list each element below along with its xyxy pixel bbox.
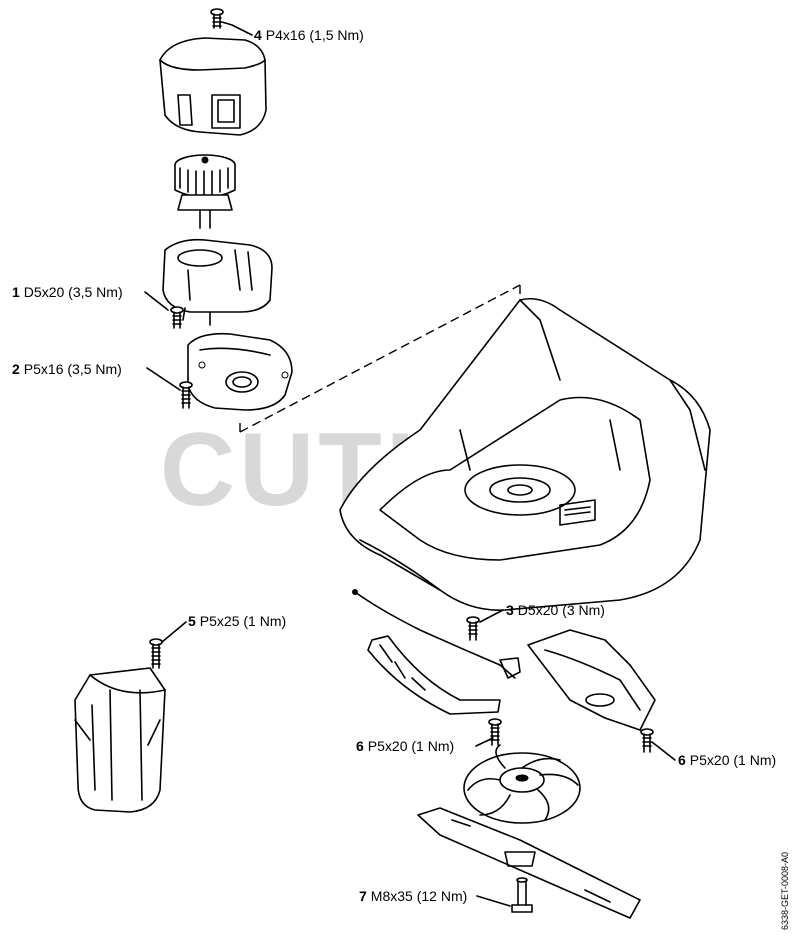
bolt-icon (511, 877, 533, 913)
motor-cover (159, 37, 267, 136)
screw-icon (179, 381, 193, 409)
document-reference: 6338-GET-0008-A0 (780, 851, 790, 930)
fan (463, 744, 581, 824)
mower-deck (339, 297, 711, 611)
screw-icon (149, 638, 163, 669)
motor-housing (162, 238, 273, 326)
motor-armature (174, 154, 236, 229)
screw-icon (640, 728, 654, 753)
cable (352, 589, 521, 679)
screw-icon (170, 306, 184, 329)
blade (417, 807, 641, 919)
screw-icon (210, 8, 224, 29)
screw-icon (488, 718, 502, 746)
screw-icon (466, 616, 480, 641)
motor-base-plate (187, 332, 293, 411)
side-cover (527, 629, 656, 731)
rear-deflector (367, 635, 501, 715)
grass-box-frame (74, 667, 166, 813)
